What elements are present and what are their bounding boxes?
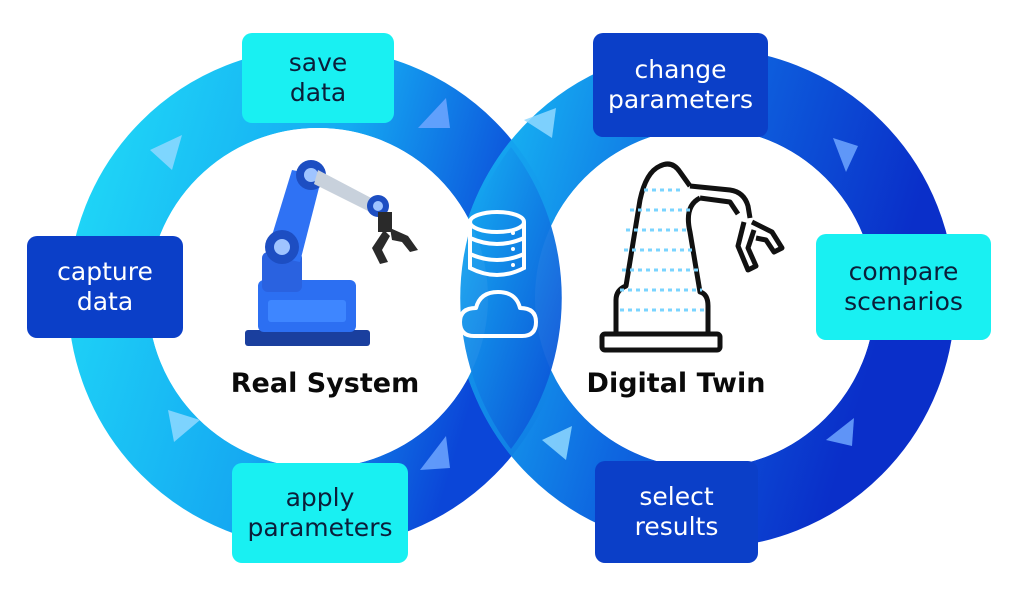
direction-arrows [150,98,858,470]
real-system-title: Real System [230,368,420,399]
arrow-left-top-right [418,98,450,128]
robot-arm-icon [245,160,418,346]
database-icon [468,210,526,277]
arrow-right-top-right [833,138,858,172]
arrow-right-bottom-left [542,426,572,460]
step-compare-scenarios-line1: compare [848,257,959,286]
step-apply-parameters-line1: apply [285,483,355,512]
step-capture-data-line1: capture [57,257,153,286]
step-save-data-line2: data [289,78,347,107]
arrow-left-bottom [168,410,200,442]
arrow-right-bottom-right [826,418,854,446]
digital-robot-arm-icon [599,161,785,353]
cloud-icon [458,290,538,338]
arrow-right-top-left [524,108,556,138]
step-save-data-line1: save [288,48,348,77]
step-change-parameters-line2: parameters [607,85,753,114]
step-change-parameters-line1: change [634,55,727,84]
digital-twin-title: Digital Twin [586,368,766,399]
step-compare-scenarios-line2: scenarios [844,287,963,316]
step-select-results-line2: results [634,512,719,541]
overlap-band [460,147,562,449]
arrow-left-top [150,135,182,170]
step-select-results-line1: select [639,482,714,511]
arrow-left-bottom-right [420,436,450,470]
step-capture-data-line2: data [76,287,134,316]
step-apply-parameters-line2: parameters [247,513,393,542]
